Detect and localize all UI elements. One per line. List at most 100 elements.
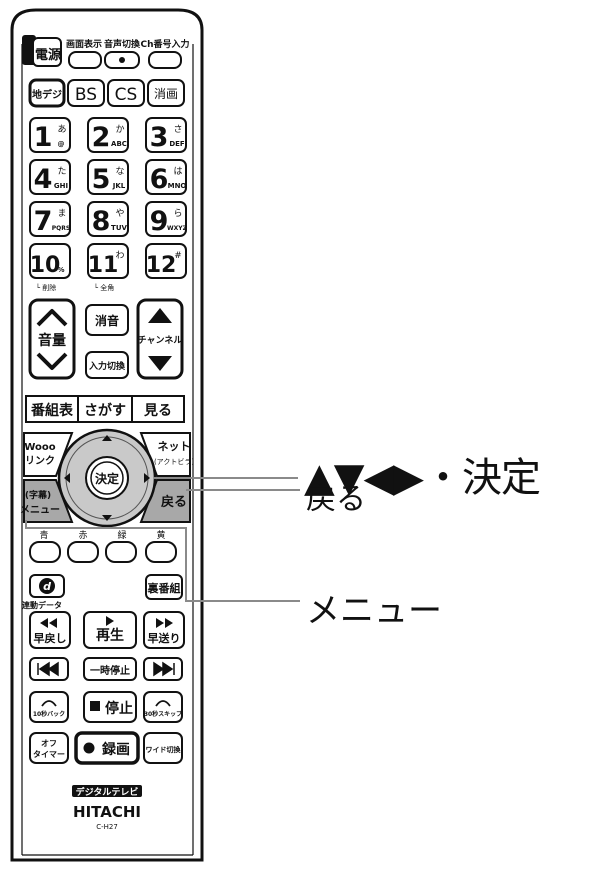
terrestrial-button[interactable] bbox=[28, 78, 66, 108]
volume-rocker[interactable]: 音量 bbox=[28, 298, 76, 380]
display-button[interactable] bbox=[68, 51, 102, 69]
number-key-frame bbox=[29, 159, 71, 195]
number-key-letters: % bbox=[57, 266, 64, 274]
wide-switch-label: ワイド切換 bbox=[146, 745, 182, 754]
power-button[interactable]: 電源 bbox=[22, 35, 62, 67]
number-key-digit: 11 bbox=[88, 253, 119, 278]
up-arrow-icon[interactable] bbox=[102, 435, 112, 441]
pause-button[interactable] bbox=[83, 657, 137, 681]
number-key-digit: 12 bbox=[146, 253, 177, 278]
number-key-letters: MNO bbox=[168, 182, 187, 190]
number-key-digit: 8 bbox=[92, 206, 111, 237]
number-key-kana: あ bbox=[57, 124, 66, 135]
d-icon: d bbox=[39, 578, 55, 594]
fast-forward-button[interactable] bbox=[143, 611, 185, 649]
stop-button[interactable] bbox=[83, 691, 137, 723]
number-key-letters: DEF bbox=[169, 140, 185, 148]
play-button[interactable] bbox=[83, 611, 137, 649]
watch-button[interactable]: 見る bbox=[143, 403, 172, 419]
rewind-button[interactable] bbox=[29, 611, 71, 649]
number-key-digit: 3 bbox=[150, 122, 169, 153]
wooo-label: Wooo bbox=[24, 442, 55, 453]
volume-label: 音量 bbox=[38, 332, 66, 349]
number-key-letters: GHI bbox=[54, 182, 68, 190]
yellow-button[interactable] bbox=[145, 541, 177, 563]
record-button[interactable] bbox=[74, 731, 140, 765]
bs-button[interactable] bbox=[67, 79, 105, 107]
subtitle-label: (字幕) bbox=[25, 489, 51, 501]
number-key-12[interactable]: 12# bbox=[145, 243, 187, 279]
wide-switch-button[interactable] bbox=[143, 732, 183, 764]
data-link-label: 連動データ bbox=[22, 600, 62, 610]
stop-icon bbox=[90, 701, 100, 711]
epg-button[interactable]: 番組表 bbox=[30, 402, 74, 419]
brand-logo: HITACHI bbox=[73, 803, 141, 821]
search-button[interactable]: さがす bbox=[84, 402, 126, 419]
number-key-11[interactable]: 11わ bbox=[87, 243, 129, 279]
number-key-digit: 10 bbox=[30, 253, 61, 278]
number-key-frame bbox=[87, 201, 129, 237]
number-key-kana: # bbox=[174, 251, 182, 261]
screen-off-label: 消画 bbox=[154, 87, 178, 101]
screen-off-button[interactable] bbox=[147, 79, 185, 107]
delete-hint: └ 削除 bbox=[36, 283, 56, 292]
cs-button[interactable] bbox=[107, 79, 145, 107]
number-key-kana: ら bbox=[173, 208, 182, 219]
mute-button[interactable] bbox=[85, 304, 129, 336]
number-key-kana: ま bbox=[57, 208, 66, 219]
number-key-frame bbox=[87, 117, 129, 153]
input-switch-button[interactable] bbox=[85, 351, 129, 379]
mute-label: 消音 bbox=[95, 313, 119, 328]
number-key-10[interactable]: 10% bbox=[29, 243, 71, 279]
ten-sec-back-button[interactable] bbox=[29, 691, 69, 723]
number-key-digit: 6 bbox=[150, 164, 169, 195]
link-label: リンク bbox=[25, 455, 55, 467]
audio-switch-label: 音声切換 bbox=[104, 38, 141, 50]
thirty-sec-skip-button[interactable] bbox=[143, 691, 183, 723]
ura-bangumi-button[interactable] bbox=[145, 574, 183, 600]
off-timer-button[interactable] bbox=[29, 732, 69, 764]
number-key-frame bbox=[29, 117, 71, 153]
stop-label: 停止 bbox=[105, 700, 133, 717]
callout-nav-enter: ▲▼◀▶・決定 bbox=[304, 455, 541, 501]
bs-label: BS bbox=[75, 85, 97, 105]
blue-button[interactable] bbox=[29, 541, 61, 563]
red-button[interactable] bbox=[67, 541, 99, 563]
number-key-digit: 9 bbox=[150, 206, 169, 237]
fast-forward-label: 早送り bbox=[148, 631, 181, 645]
number-key-frame bbox=[29, 243, 71, 279]
callout-back: 戻る bbox=[306, 482, 366, 517]
ten-sec-back-icon bbox=[41, 700, 57, 707]
blue-label: 青 bbox=[39, 529, 48, 541]
down-arrow-icon[interactable] bbox=[102, 515, 112, 521]
branding: デジタルテレビ HITACHI C-H27 bbox=[72, 785, 142, 831]
number-key-digit: 4 bbox=[34, 164, 53, 195]
callout-menu: メニュー bbox=[306, 591, 442, 631]
green-button[interactable] bbox=[105, 541, 137, 563]
number-key-frame bbox=[145, 117, 187, 153]
d-label: d bbox=[43, 580, 51, 593]
input-switch-label: 入力切換 bbox=[88, 360, 126, 372]
right-arrow-icon[interactable] bbox=[144, 473, 150, 483]
number-key-kana: や bbox=[115, 208, 124, 219]
ch-number-button[interactable] bbox=[148, 51, 182, 69]
thirty-sec-skip-icon bbox=[155, 700, 171, 707]
ten-sec-back-label: 10秒バック bbox=[33, 710, 65, 718]
number-key-kana: さ bbox=[173, 124, 182, 135]
channel-rocker[interactable]: チャンネル bbox=[136, 298, 184, 380]
number-key-kana: か bbox=[115, 124, 124, 135]
play-label: 再生 bbox=[96, 627, 124, 644]
number-key-letters: @ bbox=[58, 140, 65, 148]
left-arrow-icon[interactable] bbox=[64, 473, 70, 483]
enter-label: 決定 bbox=[95, 471, 119, 486]
